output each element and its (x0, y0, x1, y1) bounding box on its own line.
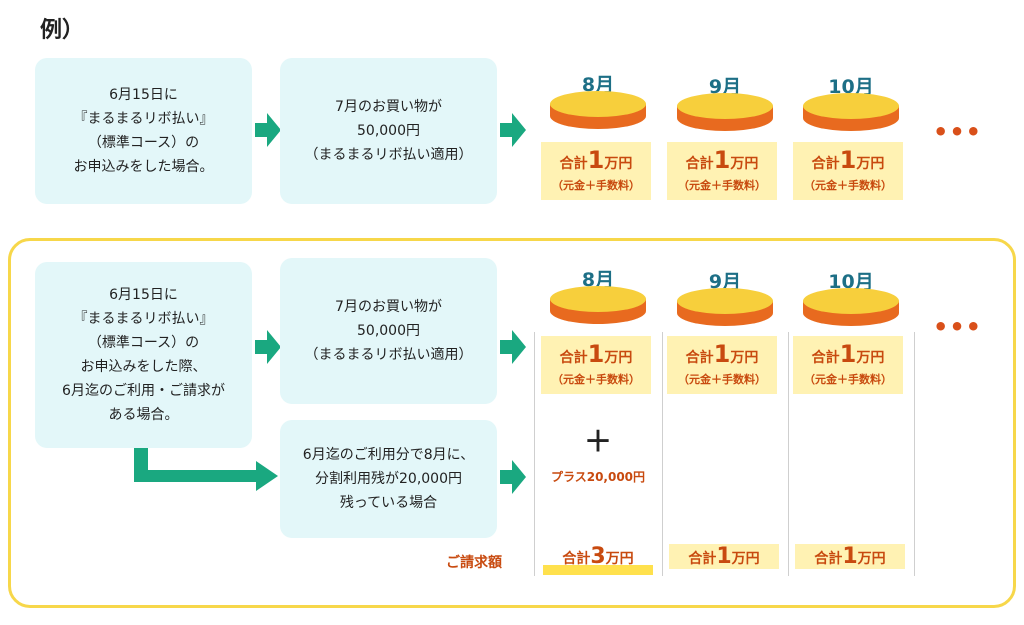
purchase-line: （まるまるリボ払い適用） (304, 147, 473, 163)
condition-line: お申込みをした場合。 (73, 159, 214, 175)
arrow-right-icon (500, 113, 526, 147)
more-dots-icon: ••• (933, 313, 983, 341)
condition-box: 6月15日に 『まるまるリボ払い』 （標準コース）の お申込みをした際、 6月迄… (35, 262, 252, 448)
example2-frame (8, 238, 1016, 608)
plus-amount: プラス20,000円 (550, 470, 646, 484)
arrow-right-icon (255, 113, 281, 147)
total-prefix: 合計 (685, 156, 714, 172)
month-label: 8月 (581, 74, 615, 96)
total-prefix: 合計 (559, 350, 588, 366)
month-label: 10月 (828, 271, 874, 293)
total-amount: 1 (587, 340, 605, 368)
billing-unit: 万円 (857, 551, 886, 567)
condition-line: お申込みをした際、 (80, 359, 207, 375)
total-unit: 万円 (604, 156, 633, 172)
total-unit: 万円 (856, 156, 885, 172)
total-prefix: 合計 (559, 156, 588, 172)
total-amount: 1 (839, 340, 857, 368)
condition-line: 『まるまるリボ払い』 (73, 111, 214, 127)
arrow-right-icon (500, 330, 526, 364)
purchase-line: 50,000円 (357, 323, 420, 339)
monthly-total: 合計1万円 （元金＋手数料） (541, 142, 651, 200)
month-label: 9月 (708, 76, 742, 98)
page-title: 例） (40, 18, 85, 43)
connector-arrow-icon (134, 448, 278, 491)
column-divider (914, 332, 915, 576)
remainder-line: 分割利用残が20,000円 (315, 471, 462, 487)
more-dots-icon: ••• (933, 118, 983, 146)
coin-icon (677, 288, 773, 326)
billing-label: ご請求額 (446, 555, 502, 571)
billing-amount: 3 (590, 544, 606, 569)
coin-icon (803, 288, 899, 326)
total-note: （元金＋手数料） (804, 179, 892, 192)
plus-sign: ＋ (583, 425, 612, 458)
purchase-line: （まるまるリボ払い適用） (304, 347, 473, 363)
month-label: 9月 (708, 271, 742, 293)
total-amount: 1 (839, 146, 857, 174)
billing-highlight (543, 565, 653, 575)
purchase-box: 7月のお買い物が 50,000円 （まるまるリボ払い適用） (280, 258, 497, 404)
billing-unit: 万円 (605, 551, 634, 567)
billing-prefix: 合計 (688, 551, 717, 567)
total-unit: 万円 (604, 350, 633, 366)
condition-line: （標準コース）の (87, 335, 200, 351)
total-amount: 1 (587, 146, 605, 174)
condition-box: 6月15日に 『まるまるリボ払い』 （標準コース）の お申込みをした場合。 (35, 58, 252, 204)
billing-amount: 1 (842, 544, 858, 569)
coin-icon (550, 286, 646, 324)
total-unit: 万円 (856, 350, 885, 366)
condition-line: ある場合。 (108, 407, 179, 423)
condition-line: 『まるまるリボ払い』 (73, 311, 214, 327)
total-amount: 1 (713, 146, 731, 174)
purchase-line: 7月のお買い物が (335, 299, 442, 315)
coin-icon (803, 93, 899, 131)
total-amount: 1 (713, 340, 731, 368)
remainder-line: 6月迄のご利用分で8月に、 (302, 447, 475, 463)
coin-icon (677, 93, 773, 131)
condition-line: 6月迄のご利用・ご請求が (62, 383, 225, 399)
purchase-line: 50,000円 (357, 123, 420, 139)
billing-total: 合計1万円 (795, 544, 905, 569)
total-unit: 万円 (730, 350, 759, 366)
billing-prefix: 合計 (562, 551, 591, 567)
column-divider (534, 332, 535, 576)
purchase-box: 7月のお買い物が 50,000円 （まるまるリボ払い適用） (280, 58, 497, 204)
total-note: （元金＋手数料） (552, 373, 640, 386)
total-note: （元金＋手数料） (804, 373, 892, 386)
condition-line: 6月15日に (109, 87, 178, 103)
purchase-line: 7月のお買い物が (335, 99, 442, 115)
remainder-line: 残っている場合 (339, 495, 438, 511)
total-prefix: 合計 (811, 350, 840, 366)
month-label: 8月 (581, 269, 615, 291)
arrow-right-icon (255, 330, 281, 364)
total-note: （元金＋手数料） (678, 373, 766, 386)
condition-line: （標準コース）の (87, 135, 200, 151)
billing-total: 合計3万円 (543, 544, 653, 569)
monthly-total: 合計1万円 （元金＋手数料） (667, 336, 777, 394)
remainder-box: 6月迄のご利用分で8月に、 分割利用残が20,000円 残っている場合 (280, 420, 497, 538)
month-label: 10月 (828, 76, 874, 98)
coin-icon (550, 91, 646, 129)
column-divider (662, 332, 663, 576)
total-note: （元金＋手数料） (552, 179, 640, 192)
monthly-total: 合計1万円 （元金＋手数料） (541, 336, 651, 394)
monthly-total: 合計1万円 （元金＋手数料） (793, 336, 903, 394)
condition-line: 6月15日に (109, 287, 178, 303)
total-prefix: 合計 (685, 350, 714, 366)
column-divider (788, 332, 789, 576)
total-unit: 万円 (730, 156, 759, 172)
total-prefix: 合計 (811, 156, 840, 172)
billing-amount: 1 (716, 544, 732, 569)
monthly-total: 合計1万円 （元金＋手数料） (667, 142, 777, 200)
total-note: （元金＋手数料） (678, 179, 766, 192)
arrow-right-icon (500, 460, 526, 494)
billing-total: 合計1万円 (669, 544, 779, 569)
billing-unit: 万円 (731, 551, 760, 567)
monthly-total: 合計1万円 （元金＋手数料） (793, 142, 903, 200)
billing-prefix: 合計 (814, 551, 843, 567)
